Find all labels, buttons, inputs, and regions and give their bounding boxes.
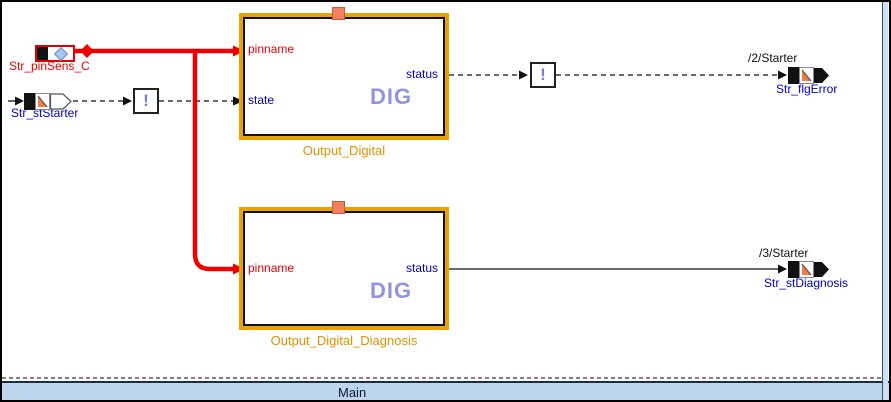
block-marker-square [332,7,345,20]
flag-icon [799,67,814,84]
port-label-status: status [406,67,439,81]
export-path-label: /3/Starter [759,246,809,260]
junction-diamond [80,44,94,58]
dig-caption: DIG [370,84,413,109]
arrowhead [233,96,244,106]
port-label-status: status [406,261,439,275]
right-edge-strip [882,2,888,400]
output-port-flgerror[interactable] [788,67,830,84]
output-port-stdiagnosis[interactable] [788,261,830,278]
arrowhead [123,96,132,106]
arrowhead [15,96,24,106]
flag-icon [35,93,50,110]
footer-divider [2,381,889,383]
element-tag [788,261,799,278]
port-label-state: state [248,93,275,107]
port-label-pinname: pinname [248,261,295,275]
wire-pinsens-branch[interactable] [192,51,233,272]
diamond-icon [53,46,68,61]
main-process-label: Main [338,385,367,400]
block-name-output-digital-diagnosis: Output_Digital_Diagnosis [270,333,418,348]
not-operator-2[interactable]: ! [530,62,556,88]
arrowhead [778,70,787,80]
export-path-label: /2/Starter [748,51,798,65]
output-arrow-shape [814,262,829,277]
input-arrow-shape [50,93,72,110]
flag-icon [799,261,814,278]
arrowhead [778,264,787,274]
export-flgerror-label: Str_flgError [776,82,838,96]
block-output-digital[interactable] [239,13,449,140]
element-tag [37,47,48,60]
exclamation-glyph: ! [540,65,546,84]
block-name-output-digital: Output_Digital [302,143,386,158]
port-label-pinname: pinname [248,42,295,56]
dig-caption: DIG [370,278,413,303]
block-marker-square [332,201,345,214]
element-tag [788,67,799,84]
output-arrow-shape [814,68,829,83]
source-pinsens[interactable] [35,45,75,62]
arrowhead [519,70,528,80]
block-output-digital-diagnosis[interactable] [239,207,449,330]
exclamation-glyph: ! [143,91,149,110]
not-operator-1[interactable]: ! [133,88,159,114]
source-pinsens-label: Str_pinSens_C [9,59,90,73]
main-process-bar[interactable] [2,383,889,400]
input-port-ststarter[interactable] [24,93,73,110]
element-tag [24,93,35,110]
export-stdiagnosis-label: Str_stDiagnosis [764,276,849,290]
